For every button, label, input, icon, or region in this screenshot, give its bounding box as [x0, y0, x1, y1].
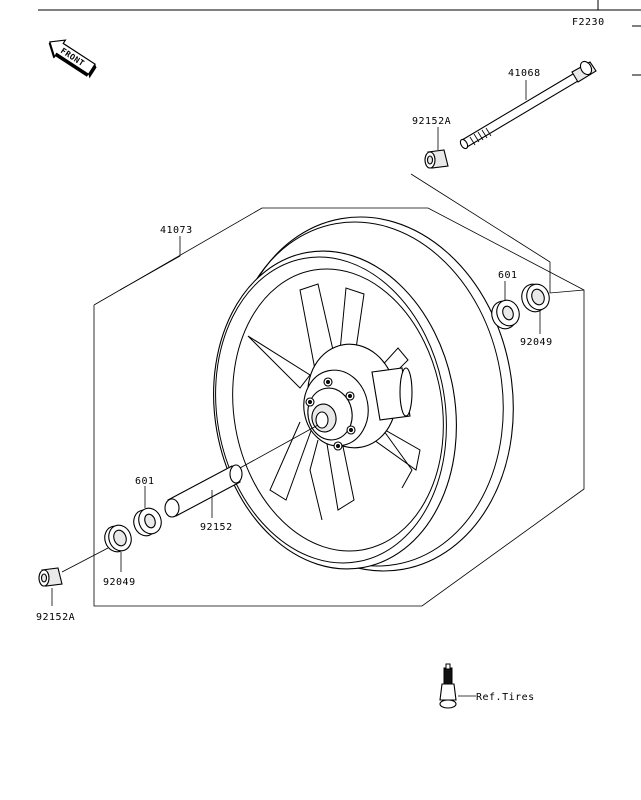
ref-tires-text: Ref.Tires: [476, 692, 535, 703]
collar-92152a-top: [424, 149, 449, 169]
assembly-outline: [93, 207, 585, 607]
wheel-41073: [213, 216, 514, 572]
axle-41068: [459, 60, 597, 150]
label-41073: 41073: [160, 225, 193, 236]
front-arrow-icon: FRONT: [48, 39, 97, 79]
figure-code: F2230: [572, 17, 605, 28]
label-601-right: 601: [498, 270, 518, 281]
label-92152a-bottom: 92152A: [36, 612, 75, 623]
bearing-601-right: [491, 299, 520, 330]
label-92049-left: 92049: [103, 577, 136, 588]
bearing-601-left: [133, 507, 162, 537]
spacer-92152: [164, 464, 243, 518]
seal-92049-right: [521, 283, 550, 313]
label-41068: 41068: [508, 68, 541, 79]
valve-stem-icon: [439, 663, 457, 709]
seal-92049-left: [104, 524, 132, 553]
leader-left-group: [61, 547, 109, 573]
leader-wheel: [119, 236, 181, 291]
page-frame: [38, 0, 641, 76]
assembly-outline-top: [410, 173, 585, 294]
hub-bolts: [305, 377, 356, 451]
collar-92152a-bottom: [38, 567, 63, 587]
label-601-left: 601: [135, 476, 155, 487]
label-92049-right: 92049: [520, 337, 553, 348]
label-92152a-top: 92152A: [412, 116, 451, 127]
axle-centerline: [239, 424, 319, 469]
label-92152: 92152: [200, 522, 233, 533]
